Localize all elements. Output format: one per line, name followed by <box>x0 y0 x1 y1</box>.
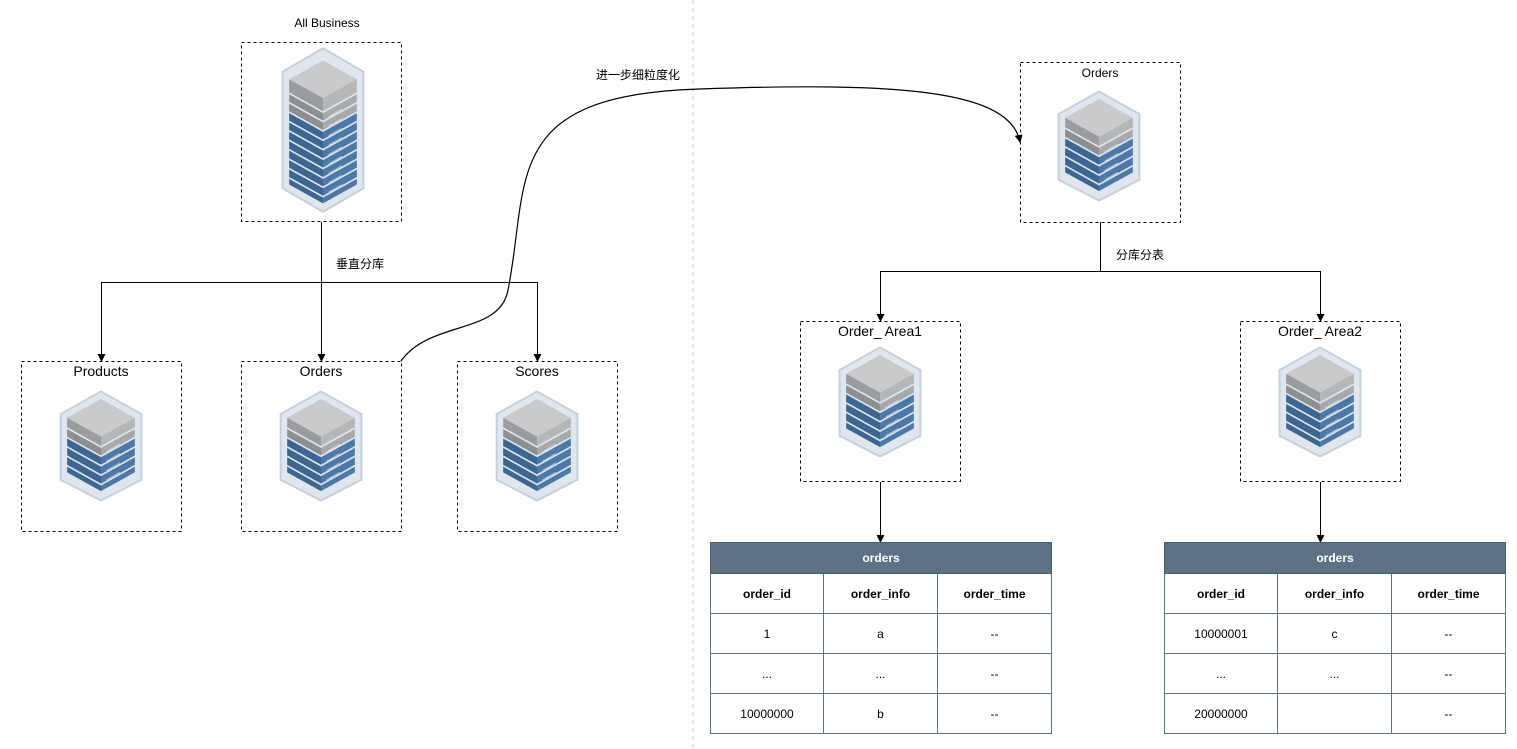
table-cell: b <box>823 693 938 734</box>
node-orders-right <box>1020 62 1181 223</box>
table-cell: 10000000 <box>710 693 824 734</box>
table-cell: 20000000 <box>1164 693 1278 734</box>
table-cell: -- <box>1391 693 1506 734</box>
node-title-orders-left: Orders <box>299 363 343 379</box>
table-cell: ... <box>823 653 938 694</box>
table-title: orders <box>1164 542 1506 574</box>
edge-refine-link <box>400 86 1023 362</box>
node-title-all-business: All Business <box>294 16 360 30</box>
table-title: orders <box>710 542 1052 574</box>
column-header: order_time <box>937 573 1052 614</box>
table-cell: a <box>823 613 938 654</box>
table-cell: -- <box>937 653 1052 694</box>
column-header: order_id <box>1164 573 1278 614</box>
node-title-orders-right: Orders <box>1081 66 1119 80</box>
server-rack-icon <box>59 390 143 502</box>
table-cell: 1 <box>710 613 824 654</box>
server-rack-icon <box>495 390 579 502</box>
table-cell: ... <box>1164 653 1278 694</box>
column-header: order_info <box>1277 573 1392 614</box>
table-cell: ... <box>710 653 824 694</box>
orders-table-area2: orders order_id order_info order_time 10… <box>1164 542 1506 734</box>
column-header: order_info <box>823 573 938 614</box>
table-row: 10000000 b -- <box>710 693 1052 734</box>
node-title-scores: Scores <box>515 363 559 379</box>
server-rack-icon <box>838 346 922 458</box>
table-cell: -- <box>1391 613 1506 654</box>
table-cell: ... <box>1277 653 1392 694</box>
table-cell: -- <box>937 693 1052 734</box>
table-cell: c <box>1277 613 1392 654</box>
table-row: 10000001 c -- <box>1164 613 1506 654</box>
server-rack-icon <box>1278 346 1362 458</box>
server-rack-icon <box>281 47 365 213</box>
edge-vertical-split <box>97 222 542 362</box>
node-title-order-area2: Order_ Area2 <box>1277 323 1363 339</box>
table-cell: 10000001 <box>1164 613 1278 654</box>
orders-table-area1: orders order_id order_info order_time 1 … <box>710 542 1052 734</box>
table-cell <box>1277 693 1392 734</box>
node-all-business <box>241 42 402 222</box>
table-cell: -- <box>1391 653 1506 694</box>
edge-sharding <box>876 222 1325 543</box>
table-row: ... ... -- <box>710 653 1052 694</box>
node-title-order-area1: Order_ Area1 <box>837 323 923 339</box>
table-row: 1 a -- <box>710 613 1052 654</box>
table-cell: -- <box>937 613 1052 654</box>
server-rack-icon <box>1057 90 1141 202</box>
table-row: 20000000 -- <box>1164 693 1506 734</box>
edge-label-refine: 进一步细粒度化 <box>595 68 680 82</box>
column-header: order_time <box>1391 573 1506 614</box>
edge-label-vertical-split: 垂直分库 <box>335 257 384 271</box>
edge-label-sharding: 分库分表 <box>1115 248 1164 262</box>
node-title-products: Products <box>73 363 129 379</box>
table-row: ... ... -- <box>1164 653 1506 694</box>
server-rack-icon <box>279 390 363 502</box>
column-header: order_id <box>710 573 824 614</box>
